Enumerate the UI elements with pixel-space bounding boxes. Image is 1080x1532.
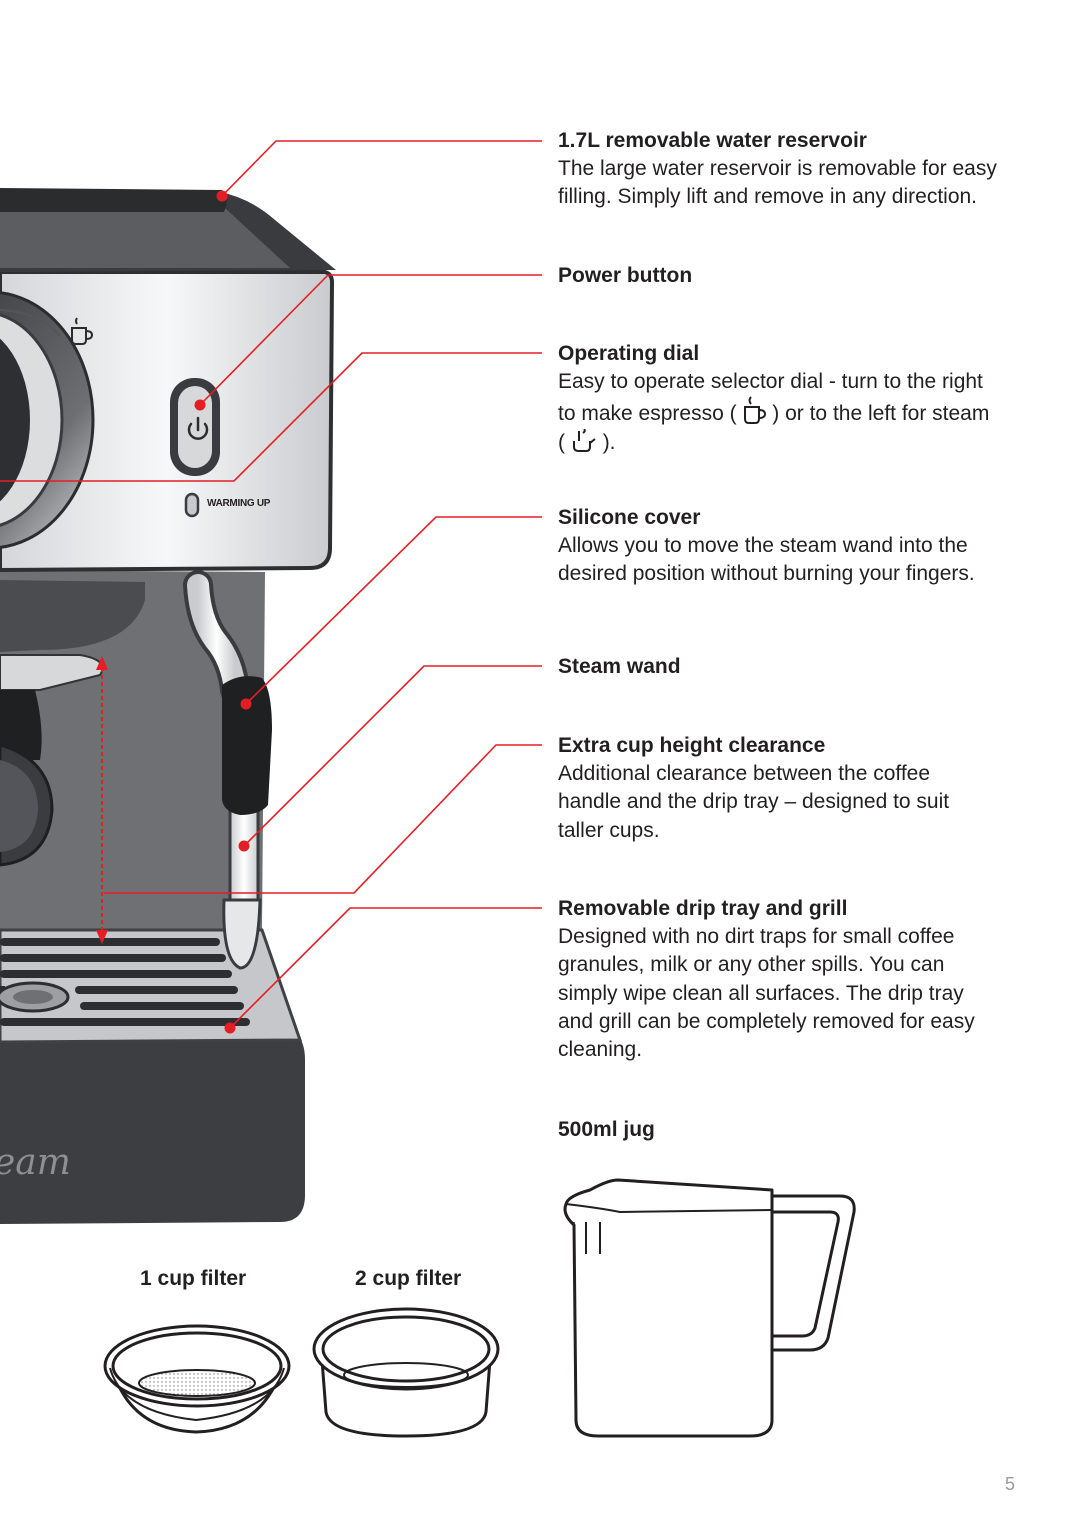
feature-title: Silicone cover (558, 506, 701, 529)
feature-desc-line: and grill can be completely removed for … (558, 1009, 975, 1033)
one-cup-filter-label: 1 cup filter (140, 1267, 247, 1290)
operating-dial (0, 291, 95, 549)
feature-desc-line: Allows you to move the steam wand into t… (558, 534, 968, 557)
clearance-arrow (96, 656, 108, 944)
feature-jug: 500ml jug (558, 1116, 1058, 1144)
warming-up-light (184, 492, 200, 518)
desc-text: to make espresso ( (558, 402, 737, 426)
page-number: 5 (1005, 1474, 1016, 1494)
jug-illustration (563, 1178, 856, 1438)
feature-desc-line: cleaning. (558, 1038, 643, 1062)
warming-up-label: WARMING UP (207, 498, 271, 509)
feature-title: Removable drip tray and grill (558, 897, 848, 920)
feature-desc-line: filling. Simply lift and remove in any d… (558, 185, 978, 209)
feature-desc-line: handle and the drip tray – designed to s… (558, 790, 950, 814)
dial-espresso-icon (71, 317, 94, 345)
two-cup-filter-illustration (312, 1307, 500, 1438)
feature-desc-line: desired position without burning your fi… (558, 562, 975, 586)
feature-silicone-cover: Silicone cover Allows you to move the st… (558, 504, 1058, 589)
feature-cup-clearance: Extra cup height clearance Additional cl… (558, 732, 1058, 845)
power-button[interactable] (170, 378, 220, 476)
feature-desc-line: taller cups. (558, 818, 660, 842)
machine-base (0, 1030, 305, 1224)
feature-title: 1.7L removable water reservoir (558, 129, 867, 152)
steam-wand (183, 570, 262, 970)
one-cup-filter-illustration (103, 1324, 291, 1434)
espresso-machine (0, 188, 336, 1224)
feature-desc-line: The large water reservoir is removable f… (558, 157, 997, 180)
machine-head (0, 270, 335, 573)
espresso-cup-icon (744, 396, 767, 425)
feature-title: Operating dial (558, 342, 700, 365)
callout-dots (194, 190, 252, 1034)
brand-logo-fragment: eam (0, 1142, 71, 1183)
feature-desc-line: to make espresso ( ) or to the left for … (558, 396, 1058, 428)
feature-desc-line: ( ). (558, 428, 1058, 457)
callout-lines (0, 140, 542, 1029)
feature-title: Power button (558, 264, 693, 287)
power-icon (187, 416, 209, 440)
feature-title: Extra cup height clearance (558, 734, 826, 757)
feature-desc-line: Designed with no dirt traps for small co… (558, 925, 955, 948)
feature-water-reservoir: 1.7L removable water reservoir The large… (558, 127, 1058, 212)
drip-grill (0, 938, 250, 1026)
steam-jug-icon (572, 428, 596, 452)
feature-title: Steam wand (558, 655, 681, 678)
portafilter (0, 690, 42, 760)
feature-desc-line: granules, milk or any other spills. You … (558, 953, 945, 977)
feature-operating-dial: Operating dial Easy to operate selector … (558, 340, 1058, 457)
feature-desc-line: simply wipe clean all surfaces. The drip… (558, 981, 964, 1005)
silicone-cover (222, 676, 272, 815)
desc-text: ). (602, 430, 616, 454)
feature-desc-line: Additional clearance between the coffee (558, 762, 931, 785)
two-cup-filter-label: 2 cup filter (355, 1267, 462, 1290)
feature-drip-tray: Removable drip tray and grill Designed w… (558, 895, 1058, 1064)
feature-desc-line: Easy to operate selector dial - turn to … (558, 370, 983, 393)
feature-power-button: Power button (558, 262, 1058, 290)
desc-text: ( (558, 430, 565, 454)
desc-text: ) or to the left for steam (772, 402, 990, 426)
feature-title: 500ml jug (558, 1118, 655, 1141)
feature-steam-wand: Steam wand (558, 653, 1058, 681)
